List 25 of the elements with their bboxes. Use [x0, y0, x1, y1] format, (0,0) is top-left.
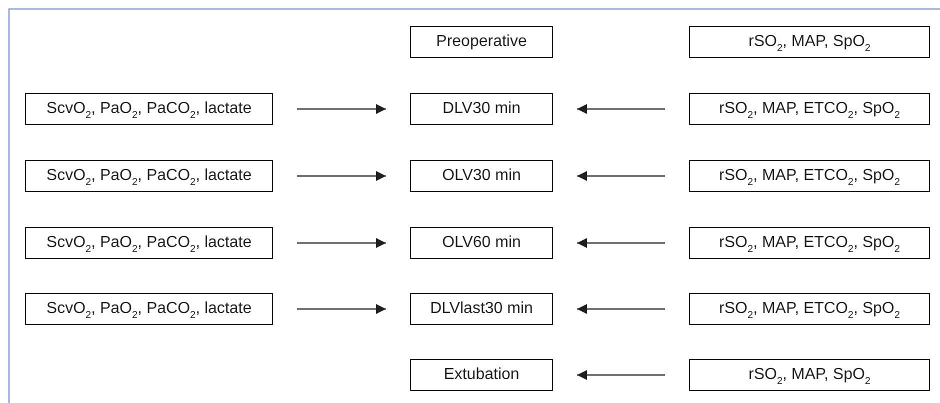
arrow — [297, 104, 386, 114]
phase-box: DLVlast30 min — [410, 293, 553, 325]
phase-box: DLV30 min — [410, 93, 553, 125]
monitoring-box: rSO$_{2}$, MAP, ETCO$_{2}$, SpO$_{2}$ — [689, 293, 930, 325]
measurement-box: ScvO$_{2}$, PaO$_{2}$, PaCO$_{2}$, lactate — [25, 160, 273, 192]
monitoring-box: rSO$_{2}$, MAP, SpO$_{2}$ — [689, 26, 930, 58]
monitoring-box: rSO$_{2}$, MAP, SpO$_{2}$ — [689, 359, 930, 391]
monitoring-box: rSO$_{2}$, MAP, ETCO$_{2}$, SpO$_{2}$ — [689, 160, 930, 192]
arrow — [577, 171, 665, 181]
arrow — [577, 104, 665, 114]
arrow — [297, 238, 386, 248]
phase-box: OLV60 min — [410, 227, 553, 259]
monitoring-box: rSO$_{2}$, MAP, ETCO$_{2}$, SpO$_{2}$ — [689, 227, 930, 259]
monitoring-box: rSO$_{2}$, MAP, ETCO$_{2}$, SpO$_{2}$ — [689, 93, 930, 125]
arrow — [297, 171, 386, 181]
arrow — [297, 304, 386, 314]
measurement-box: ScvO$_{2}$, PaO$_{2}$, PaCO$_{2}$, lactate — [25, 93, 273, 125]
arrow — [577, 238, 665, 248]
arrow — [577, 370, 665, 380]
phase-box: Preoperative — [410, 26, 553, 58]
measurement-box: ScvO$_{2}$, PaO$_{2}$, PaCO$_{2}$, lactate — [25, 293, 273, 325]
measurement-box: ScvO$_{2}$, PaO$_{2}$, PaCO$_{2}$, lactate — [25, 227, 273, 259]
phase-box: OLV30 min — [410, 160, 553, 192]
phase-box: Extubation — [410, 359, 553, 391]
arrow — [577, 304, 665, 314]
